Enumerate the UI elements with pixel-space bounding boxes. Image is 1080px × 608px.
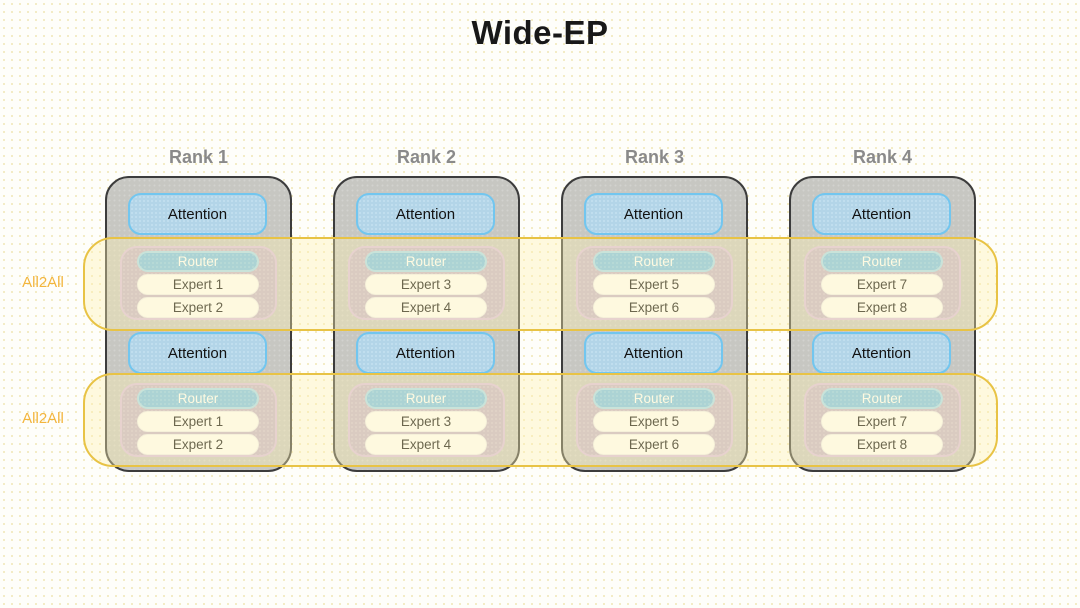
expert-block: Expert 1	[137, 274, 259, 295]
attention-block: Attention	[128, 193, 267, 235]
moe-group: Router Expert 3 Expert 4	[348, 383, 505, 457]
expert-block: Expert 5	[593, 274, 715, 295]
expert-block: Expert 7	[821, 411, 943, 432]
attention-block: Attention	[128, 332, 267, 374]
expert-block: Expert 3	[365, 274, 487, 295]
moe-group: Router Expert 3 Expert 4	[348, 246, 505, 320]
expert-block: Expert 5	[593, 411, 715, 432]
expert-block: Expert 6	[593, 297, 715, 318]
rank-label-1: Rank 1	[168, 147, 229, 167]
moe-group: Router Expert 7 Expert 8	[804, 383, 961, 457]
router-block: Router	[593, 251, 715, 272]
rank-label-3: Rank 3	[624, 147, 685, 167]
all2all-label-2: All2All	[22, 410, 64, 427]
diagram-title: Wide-EP	[471, 14, 609, 51]
moe-group: Router Expert 5 Expert 6	[576, 383, 733, 457]
attention-block: Attention	[812, 332, 951, 374]
moe-group: Router Expert 5 Expert 6	[576, 246, 733, 320]
router-block: Router	[821, 251, 943, 272]
all2all-band-1	[83, 237, 998, 331]
router-block: Router	[137, 251, 259, 272]
router-block: Router	[365, 388, 487, 409]
attention-block: Attention	[356, 193, 495, 235]
expert-block: Expert 7	[821, 274, 943, 295]
router-block: Router	[137, 388, 259, 409]
router-block: Router	[821, 388, 943, 409]
router-block: Router	[593, 388, 715, 409]
expert-block: Expert 6	[593, 434, 715, 455]
expert-block: Expert 8	[821, 434, 943, 455]
attention-block: Attention	[356, 332, 495, 374]
expert-block: Expert 4	[365, 434, 487, 455]
rank-column-1: Attention Router Expert 1 Expert 2 Atten…	[105, 176, 292, 472]
moe-group: Router Expert 1 Expert 2	[120, 383, 277, 457]
rank-label-2: Rank 2	[396, 147, 457, 167]
expert-block: Expert 2	[137, 434, 259, 455]
rank-column-3: Attention Router Expert 5 Expert 6 Atten…	[561, 176, 748, 472]
attention-block: Attention	[584, 193, 723, 235]
expert-block: Expert 4	[365, 297, 487, 318]
all2all-band-2	[83, 373, 998, 467]
rank-column-2: Attention Router Expert 3 Expert 4 Atten…	[333, 176, 520, 472]
moe-group: Router Expert 1 Expert 2	[120, 246, 277, 320]
rank-label-4: Rank 4	[852, 147, 913, 167]
all2all-label-1: All2All	[22, 274, 64, 291]
expert-block: Expert 3	[365, 411, 487, 432]
router-block: Router	[365, 251, 487, 272]
expert-block: Expert 1	[137, 411, 259, 432]
attention-block: Attention	[812, 193, 951, 235]
attention-block: Attention	[584, 332, 723, 374]
expert-block: Expert 2	[137, 297, 259, 318]
expert-block: Expert 8	[821, 297, 943, 318]
moe-group: Router Expert 7 Expert 8	[804, 246, 961, 320]
